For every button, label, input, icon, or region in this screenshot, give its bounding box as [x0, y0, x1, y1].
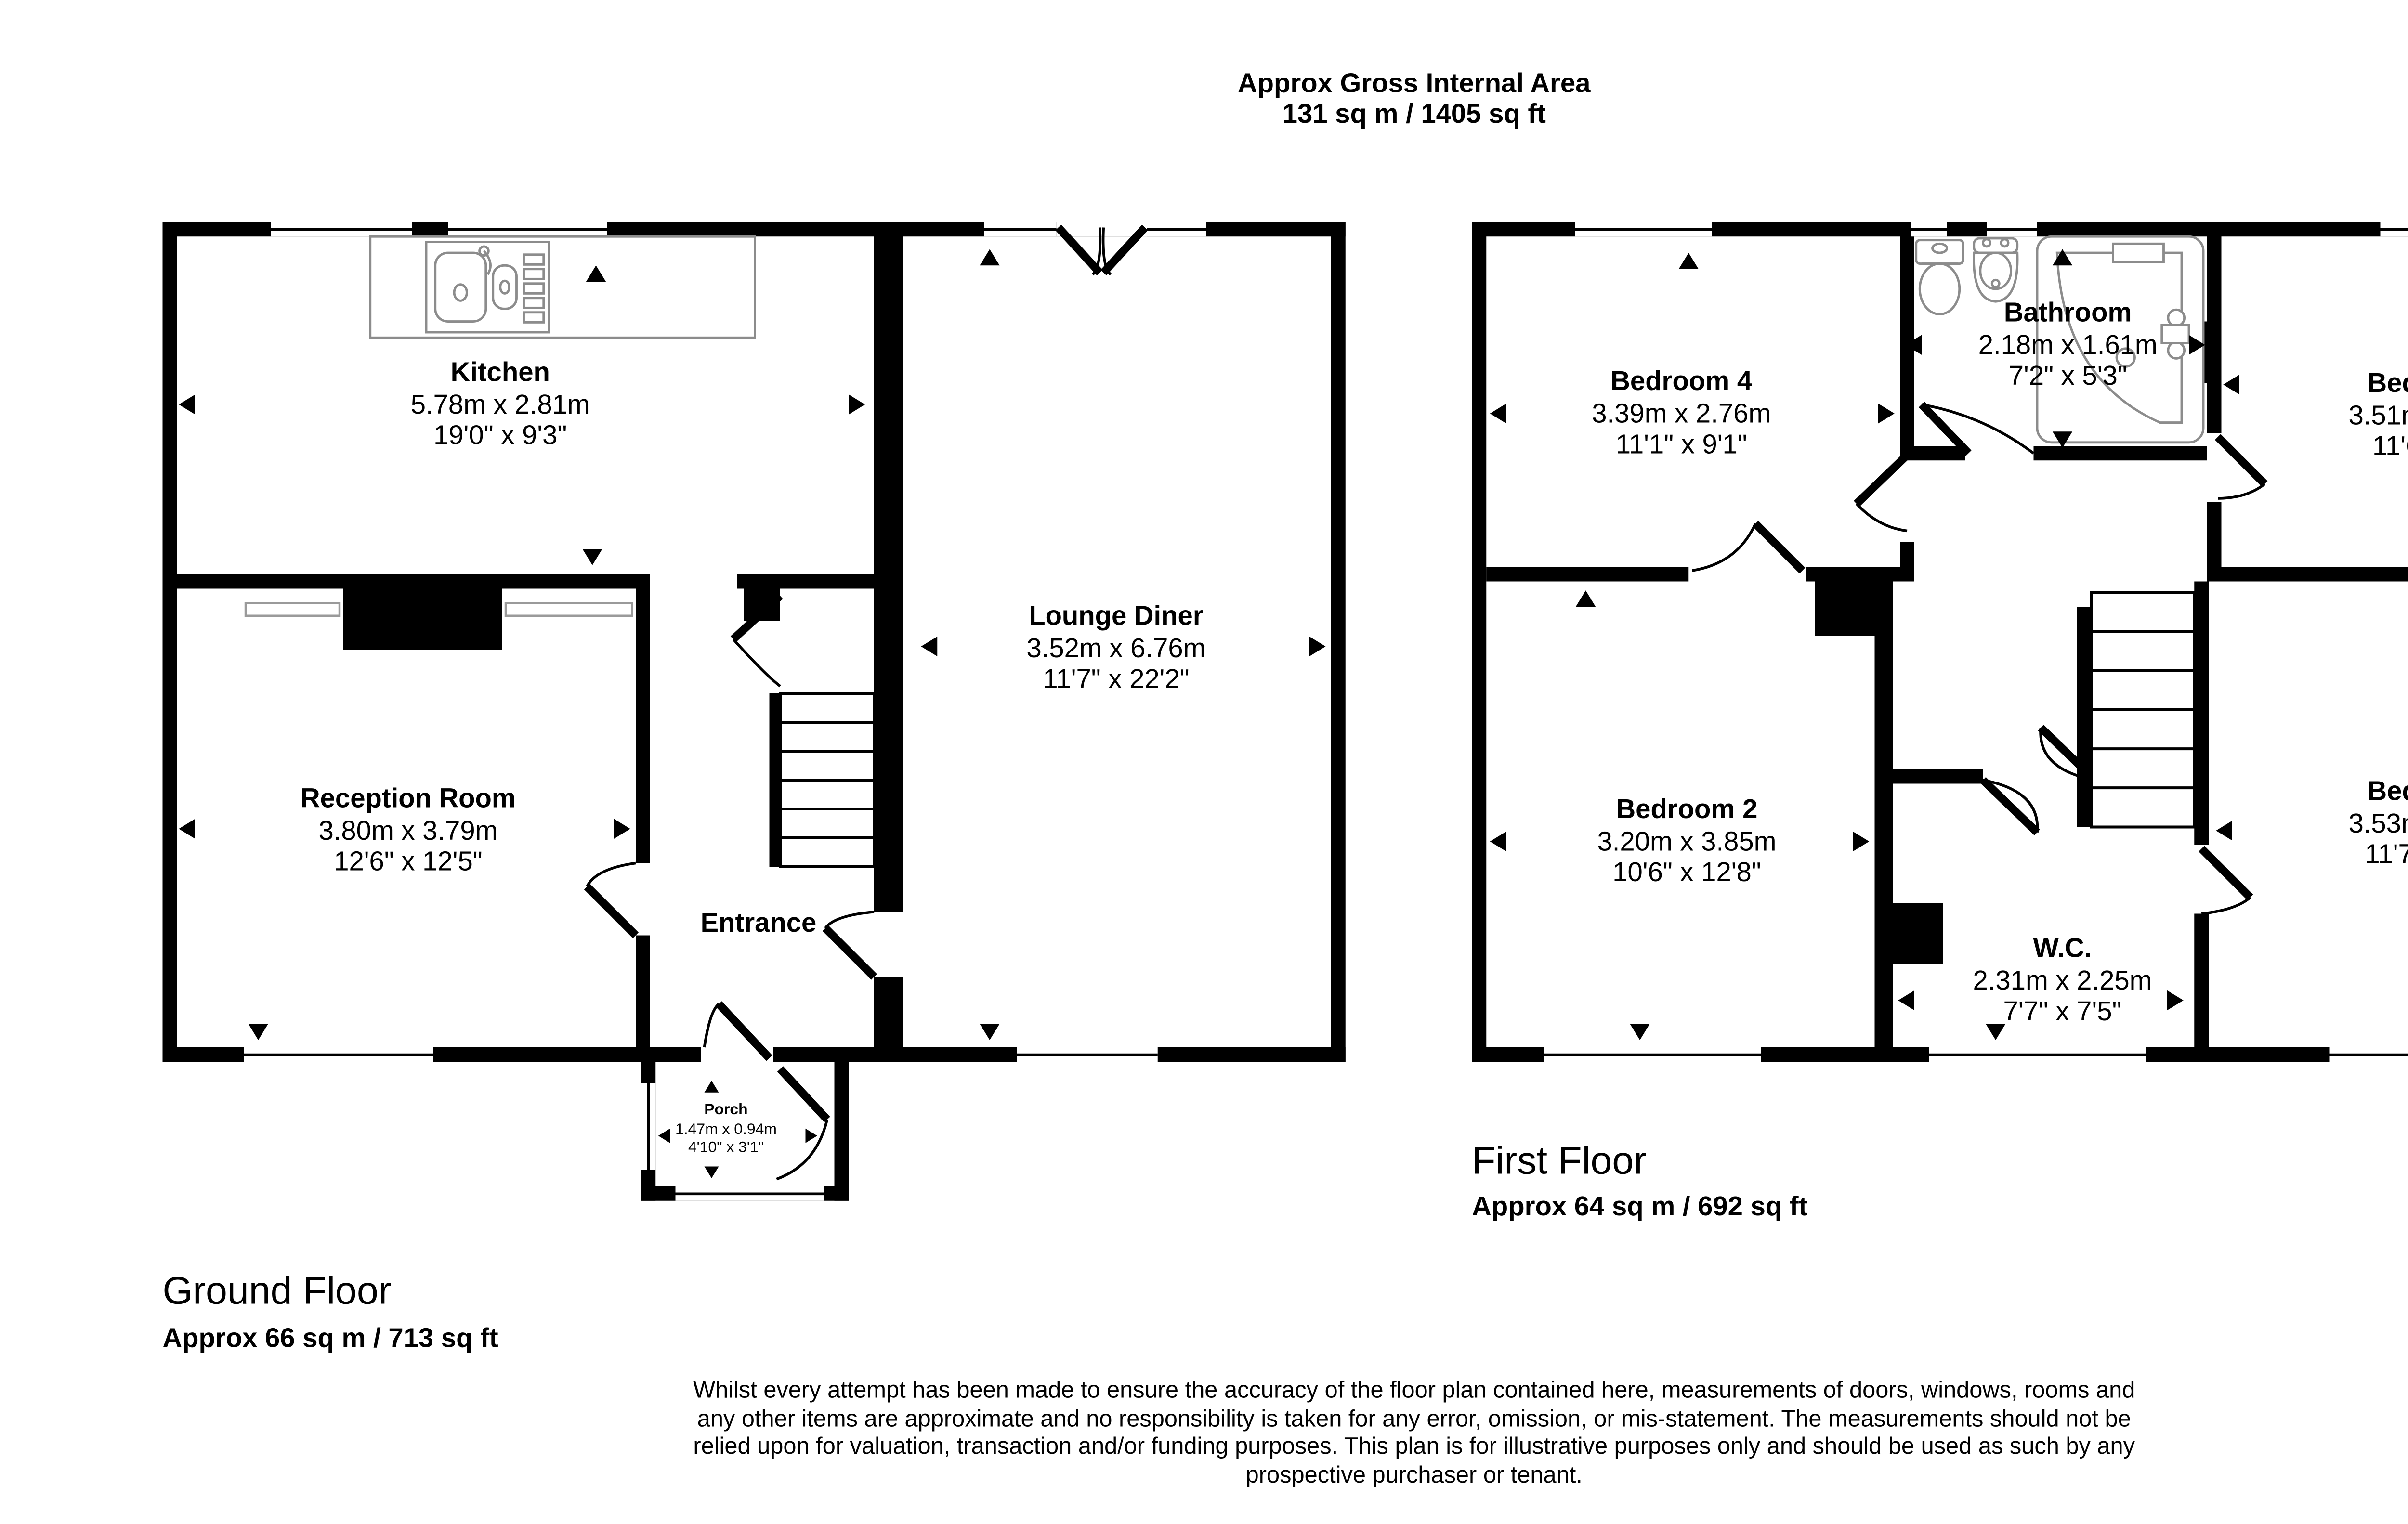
- room-dim-metric: 5.78m x 2.81m: [410, 389, 590, 420]
- room-dim-metric: 3.53m x 3.84m: [2348, 808, 2408, 839]
- page-title: Approx Gross Internal Area 131 sq m / 14…: [1237, 68, 1591, 130]
- room-label-reception-room: Reception Room 3.80m x 3.79m 12'6" x 12'…: [301, 784, 516, 879]
- room-name: Porch: [704, 1099, 748, 1118]
- room-label-entrance: Entrance: [701, 908, 817, 940]
- room-dim-imperial: 10'6" x 12'8": [1612, 858, 1761, 888]
- room-name: Reception Room: [301, 783, 516, 815]
- room-label-bedroom1: Bedroom 1 3.53m x 3.84m 11'7" x 12'7": [2348, 777, 2408, 872]
- title-line1: Approx Gross Internal Area: [1237, 68, 1591, 100]
- room-label-wc: W.C. 2.31m x 2.25m 7'7" x 7'5": [1973, 934, 2152, 1029]
- ground-floor-windows: [244, 222, 1206, 1201]
- front-door: [716, 1001, 772, 1061]
- room-dim-metric: 2.18m x 1.61m: [1978, 329, 2158, 361]
- room-name: Lounge Diner: [1029, 601, 1204, 632]
- room-name: Entrance: [700, 908, 817, 939]
- chimney-breast: [343, 588, 502, 650]
- ground-floor-area: Approx 66 sq m / 713 sq ft: [162, 1323, 498, 1355]
- wc-door: [1980, 777, 2040, 835]
- room-dim-metric: 3.20m x 3.85m: [1597, 826, 1777, 857]
- ground-floor-stairs: [779, 692, 876, 868]
- bathroom-fixtures: [1915, 235, 2205, 444]
- first-floor-title: First Floor: [1472, 1139, 1647, 1183]
- first-floor-stairs: [2090, 591, 2196, 829]
- ground-floor-title: Ground Floor: [162, 1269, 392, 1313]
- room-dim-imperial: 11'7" x 22'2": [1043, 664, 1190, 695]
- lounge-door: [822, 925, 877, 980]
- basin: [1973, 237, 2019, 303]
- room-name: Bedroom 4: [1610, 366, 1753, 397]
- bedroom4-door: [1854, 452, 1910, 507]
- room-name: Bedroom 2: [1616, 795, 1758, 825]
- room-dim-imperial: 11'6" x 9'1": [2372, 431, 2408, 462]
- corner-bath: [2036, 235, 2205, 444]
- cupboard-door: [730, 593, 783, 642]
- bedroom3-door: [2215, 434, 2268, 487]
- room-dim-metric: 3.39m x 2.76m: [1592, 398, 1771, 429]
- room-label-kitchen: Kitchen 5.78m x 2.81m 19'0" x 9'3": [411, 358, 590, 453]
- kitchen-sink-unit: [369, 235, 756, 339]
- room-label-porch: Porch 1.47m x 0.94m 4'10" x 3'1": [675, 1100, 777, 1157]
- disclaimer-line1: Whilst every attempt has been made to en…: [693, 1376, 2135, 1403]
- title-line2: 131 sq m / 1405 sq ft: [1282, 98, 1546, 130]
- room-name: Bedroom 1: [2367, 776, 2408, 808]
- room-dim-metric: 3.51m x 2.76m: [2348, 400, 2408, 431]
- room-label-bedroom4: Bedroom 4 3.39m x 2.76m 11'1" x 9'1": [1592, 366, 1771, 461]
- first-floor-walls: [1472, 222, 2408, 1062]
- bedroom2-door: [1753, 521, 1806, 573]
- room-label-bedroom2: Bedroom 2 3.20m x 3.85m 10'6" x 12'8": [1597, 795, 1776, 889]
- room-name: Kitchen: [450, 357, 550, 389]
- first-floor-windows: [1544, 222, 2408, 1062]
- reception-door: [584, 884, 639, 938]
- room-dim-imperial: 11'1" x 9'1": [1615, 430, 1747, 461]
- porch-door: [777, 1066, 830, 1122]
- room-dim-metric: 3.52m x 6.76m: [1026, 633, 1206, 664]
- room-name: Bedroom 3: [2367, 368, 2408, 399]
- measure-arrow-icons: [179, 249, 2239, 1178]
- disclaimer-text: Whilst every attempt has been made to en…: [693, 1376, 2135, 1488]
- alcove-lines: [244, 602, 633, 617]
- room-label-lounge-diner: Lounge Diner 3.52m x 6.76m 11'7" x 22'2": [1026, 601, 1205, 696]
- room-dim-imperial: 19'0" x 9'3": [433, 420, 567, 452]
- room-label-bedroom3: Bedroom 3 3.51m x 2.76m 11'6" x 9'1": [2348, 368, 2408, 463]
- first-floor-doors: [1692, 402, 2268, 915]
- room-dim-imperial: 11'7" x 12'7": [2365, 839, 2408, 871]
- room-label-bathroom: Bathroom 2.18m x 1.61m 7'2" x 5'3": [1978, 298, 2158, 393]
- bedroom1-door: [2199, 846, 2253, 900]
- toilet: [1915, 239, 1964, 315]
- room-name: W.C.: [2033, 933, 2092, 964]
- french-doors: [1055, 222, 1148, 276]
- room-dim-metric: 2.31m x 2.25m: [1973, 965, 2152, 996]
- room-name: Bathroom: [2003, 298, 2132, 329]
- room-dim-imperial: 7'2" x 5'3": [2008, 361, 2127, 392]
- bathroom-door: [1918, 402, 1972, 456]
- disclaimer-line3: relied upon for valuation, transaction a…: [693, 1432, 2135, 1459]
- disclaimer-line4: prospective purchaser or tenant.: [1245, 1459, 1583, 1487]
- ground-floor-walls: [162, 222, 1346, 1201]
- room-dim-metric: 3.80m x 3.79m: [318, 815, 498, 846]
- ground-floor-doors: [584, 593, 877, 1181]
- room-dim-imperial: 4'10" x 3'1": [688, 1137, 764, 1156]
- room-dim-imperial: 12'6" x 12'5": [334, 847, 483, 878]
- disclaimer-line2: any other items are approximate and no r…: [697, 1404, 2131, 1431]
- room-dim-imperial: 7'7" x 7'5": [2003, 997, 2122, 1028]
- room-dim-metric: 1.47m x 0.94m: [675, 1119, 777, 1137]
- landing-door: [2038, 725, 2098, 783]
- first-floor-area: Approx 64 sq m / 692 sq ft: [1472, 1192, 1808, 1223]
